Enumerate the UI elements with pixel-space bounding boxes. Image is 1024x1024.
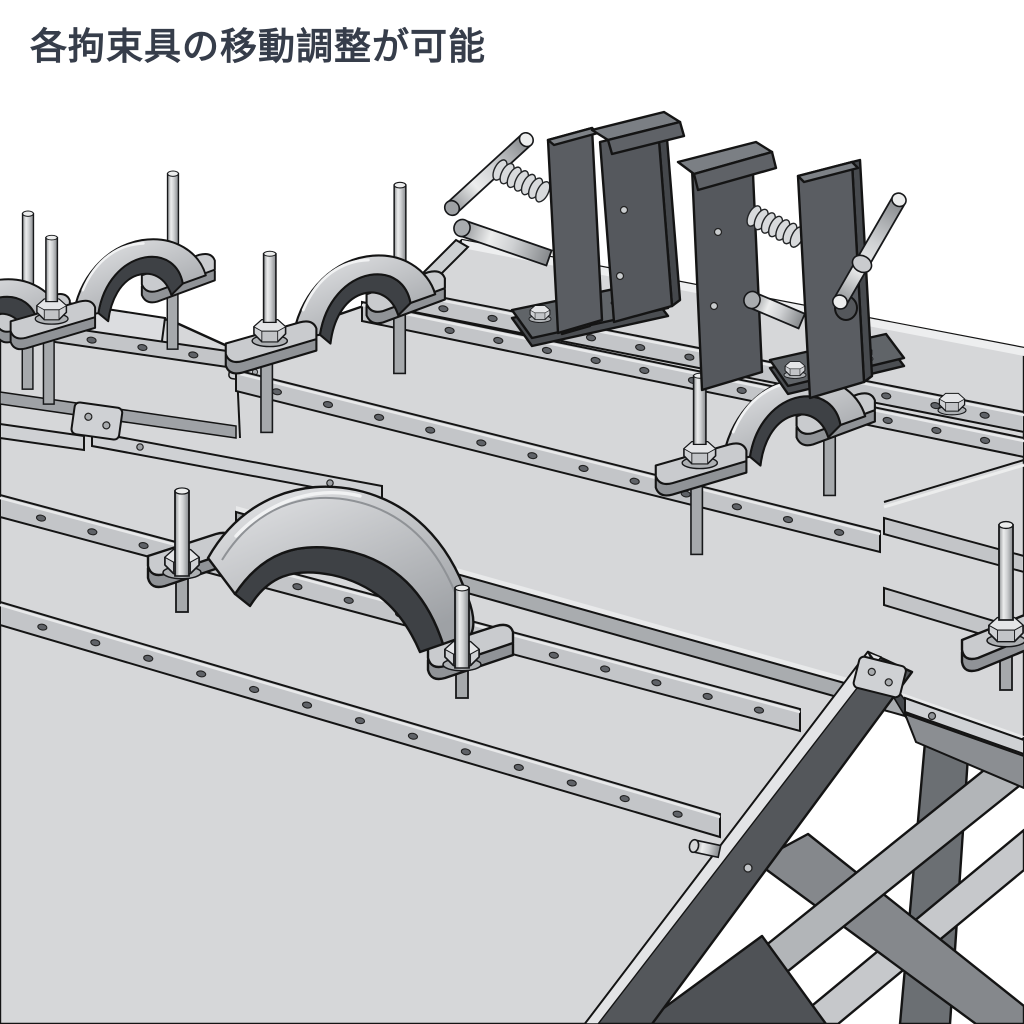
page-title: 各拘束具の移動調整が可能 bbox=[30, 26, 486, 67]
saddle-clamp-edge-partial bbox=[960, 520, 1024, 691]
bridge-clamp bbox=[146, 485, 515, 699]
bench-legs bbox=[640, 736, 1024, 1024]
machine-vise-left bbox=[443, 110, 686, 348]
guide-rod bbox=[453, 218, 553, 267]
machine-vise-right bbox=[676, 140, 907, 400]
t-handle-icon bbox=[831, 192, 907, 310]
guide-rod bbox=[743, 290, 807, 330]
lead-screw bbox=[489, 157, 554, 205]
alignment-pin bbox=[688, 838, 722, 859]
table-edge bbox=[583, 650, 1024, 1024]
